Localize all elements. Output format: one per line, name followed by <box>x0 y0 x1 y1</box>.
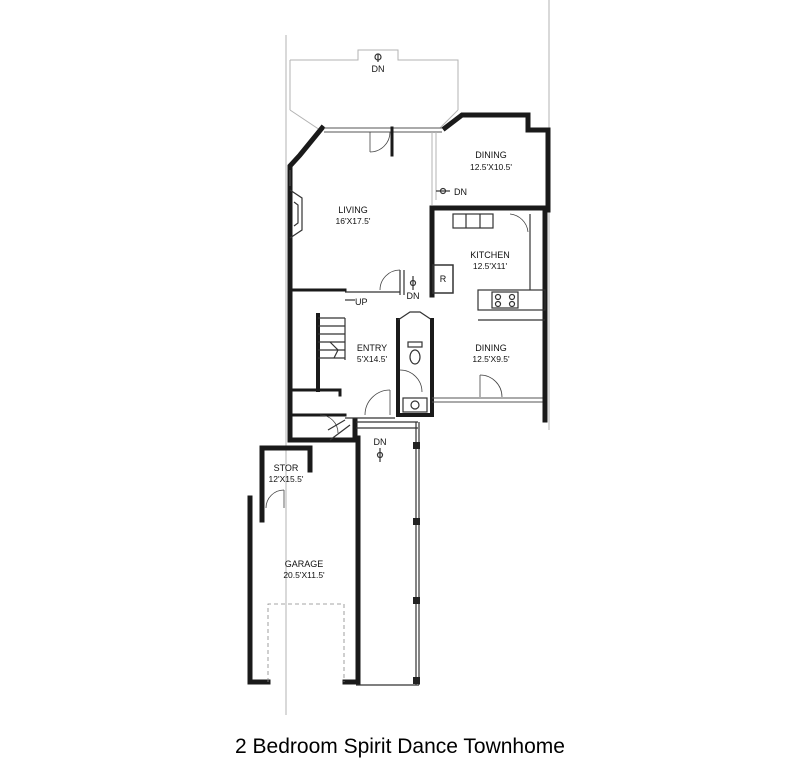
deck-outline <box>289 49 459 131</box>
dining-upper-name: DINING <box>475 150 507 160</box>
stair-arrow-icon <box>374 53 382 62</box>
stair-arrow-icon <box>376 448 384 462</box>
garage-size: 20.5'X11.5' <box>283 570 325 580</box>
entry-stair-label: UP <box>355 297 368 307</box>
exterior-walls <box>287 112 551 443</box>
stor-name: STOR <box>274 463 299 473</box>
dining-lower-name: DINING <box>475 343 507 353</box>
dining-upper-size: 12.5'X10.5' <box>470 162 512 172</box>
entry-door <box>319 389 395 441</box>
living-stair-label: DN <box>407 291 420 301</box>
toilet-icon <box>407 341 423 365</box>
entry-size: 5'X14.5' <box>357 354 388 364</box>
kitchen-name: KITCHEN <box>470 250 510 260</box>
stair-arrow-icon <box>436 187 450 195</box>
property-lines <box>285 0 550 715</box>
sink-icon <box>402 397 428 413</box>
dining-upper-walls <box>429 132 548 298</box>
garage-walls <box>247 435 361 685</box>
porch-stair-label: DN <box>374 437 387 447</box>
garage-door-outline <box>267 603 345 682</box>
garage-name: GARAGE <box>285 559 324 569</box>
porch <box>356 421 420 686</box>
cooktop-icon <box>491 291 519 309</box>
kitchen-counters <box>452 213 546 321</box>
kitchen-size: 12.5'X11' <box>473 261 508 271</box>
stor-size: 12'X15.5' <box>269 474 304 484</box>
plan-caption: 2 Bedroom Spirit Dance Townhome <box>235 735 565 758</box>
entry-stairs <box>318 299 355 360</box>
refrigerator-label: R <box>440 274 447 284</box>
dining-lower-size: 12.5'X9.5' <box>472 354 510 364</box>
living-deck-door <box>369 126 394 157</box>
deck-stair-label: DN <box>372 64 385 74</box>
living-size: 16'X17.5' <box>336 216 371 226</box>
dining-lower-walls <box>430 318 548 423</box>
fireplace-icon <box>289 189 303 239</box>
powder-room <box>396 311 434 417</box>
living-name: LIVING <box>338 205 368 215</box>
stair-arrow-icon <box>409 276 417 290</box>
bay-window <box>289 127 442 186</box>
refrigerator: R <box>432 264 454 294</box>
dining-stair-label: DN <box>454 187 467 197</box>
interior-walls <box>288 269 405 417</box>
entry-name: ENTRY <box>357 343 387 353</box>
